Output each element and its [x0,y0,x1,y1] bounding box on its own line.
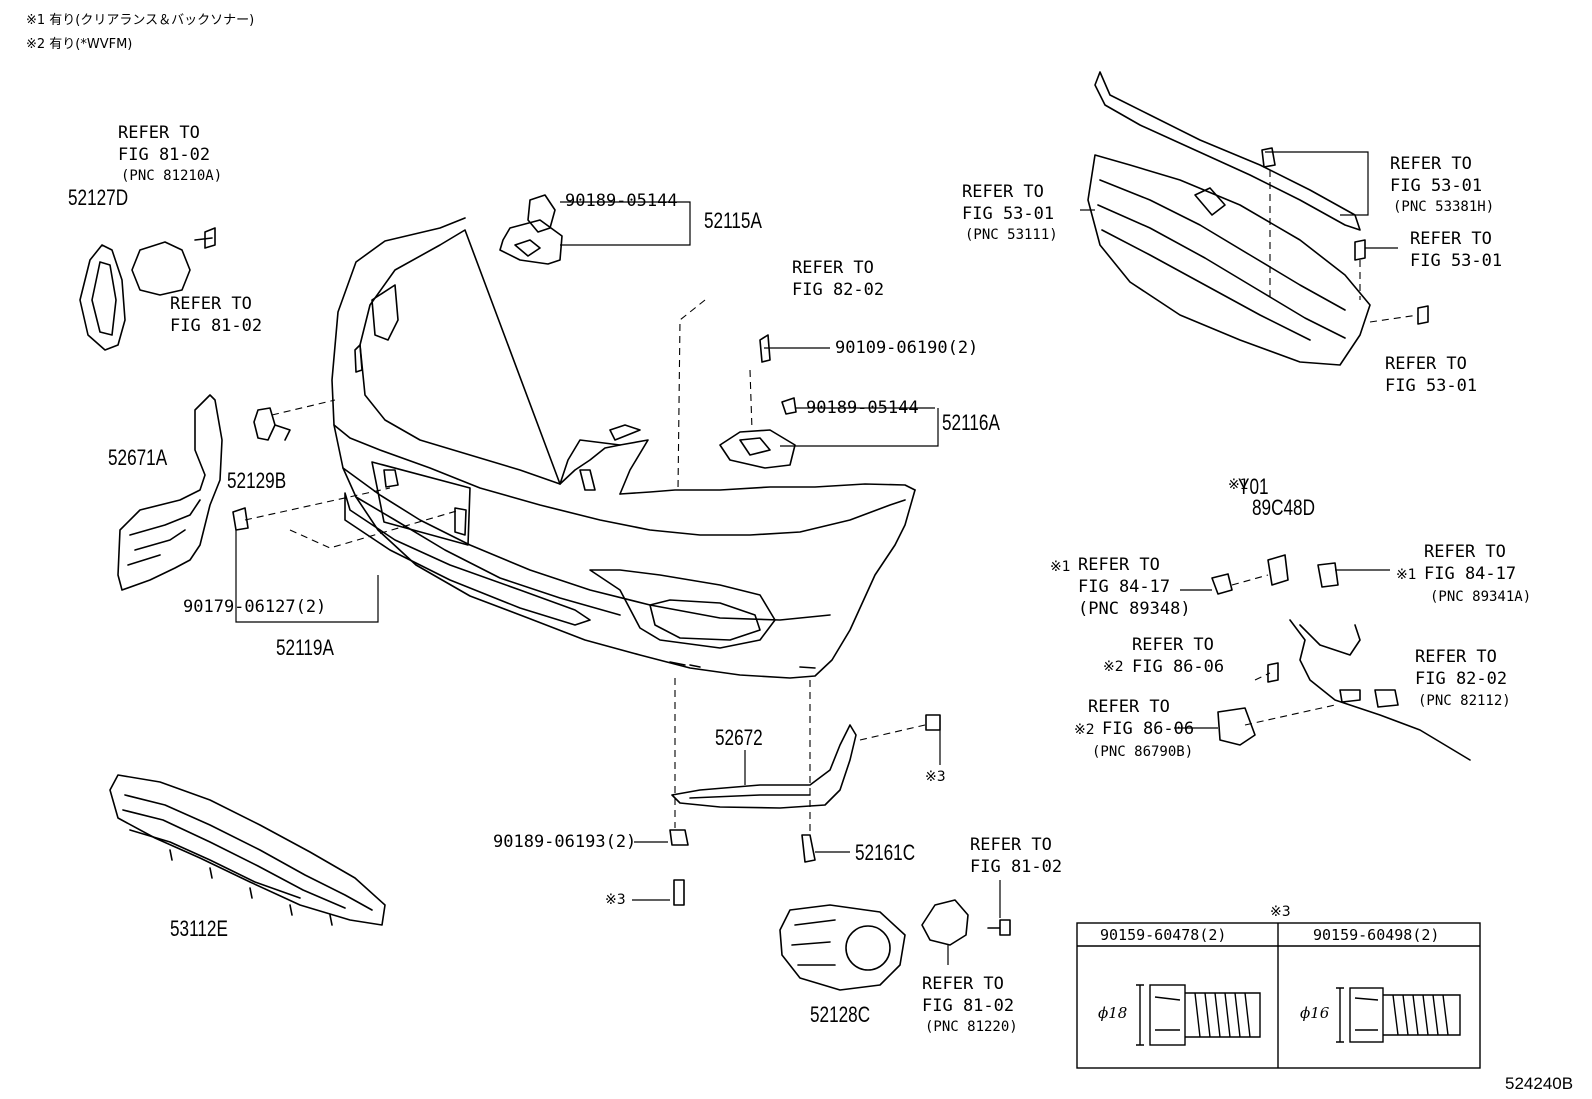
table-col1-header: 90159-60478(2) [1100,926,1227,944]
num-90189-05144-a[interactable]: 90189-05144 [565,191,678,211]
ref-fig-84-17-a-line2[interactable]: FIG 84-17 [1078,577,1171,597]
figure-code: 524240B [1505,1074,1574,1093]
retainer-52115A-shape [499,194,563,265]
ref-fig-81-02-d-line3: (PNC 81220) [925,1019,1018,1035]
mark-3-b: ※3 [605,892,626,908]
ref-fig-86-06-b-line1[interactable]: REFER TO [1088,697,1170,717]
ref-fig-82-02-b-line3: (PNC 82112) [1418,693,1511,709]
ref-fig-53-01-a-line3: (PNC 53111) [965,227,1058,243]
moulding-52672-shape [669,714,941,906]
table-diameter-2: ϕ16 [1300,1004,1330,1022]
ref-fig-81-02-c-line1[interactable]: REFER TO [970,835,1052,855]
ref-fig-82-02-a-line1[interactable]: REFER TO [792,258,874,278]
ref-fig-81-02-a-line3: (PNC 81210A) [121,168,223,184]
part-52119A[interactable]: 52119A [276,635,334,660]
part-52672[interactable]: 52672 [715,725,763,750]
ref-fig-53-01-c-line2[interactable]: FIG 53-01 [1410,251,1503,271]
grille-53112E-shape [109,774,386,926]
cover-52127D-shape [79,227,216,351]
note-1: ※1 有り(クリアランス＆バックソナー) [26,13,255,28]
mark-3-c: ※3 [1270,904,1291,920]
ref-fig-81-02-a-line2[interactable]: FIG 81-02 [118,145,211,165]
ref-fig-81-02-c-line2[interactable]: FIG 81-02 [970,857,1063,877]
mark-2-a: ※2 [1103,659,1124,675]
part-52129B-shape [232,407,291,531]
ref-fig-82-02-b-line1[interactable]: REFER TO [1415,647,1497,667]
ref-fig-81-02-b-line2[interactable]: FIG 81-02 [170,316,263,336]
part-52161C[interactable]: 52161C [855,840,916,865]
ref-fig-53-01-d-line1[interactable]: REFER TO [1385,354,1467,374]
part-53112E[interactable]: 53112E [170,916,228,941]
ref-fig-81-02-d-line1[interactable]: REFER TO [922,974,1004,994]
ref-fig-53-01-c-line1[interactable]: REFER TO [1410,229,1492,249]
num-90189-06193[interactable]: 90189-06193(2) [493,832,637,852]
retainer-52116A-shape [719,334,797,469]
note-2: ※2 有り(*WVFM) [26,37,133,52]
ref-fig-82-02-a-line2[interactable]: FIG 82-02 [792,280,885,300]
ref-fig-53-01-b-line1[interactable]: REFER TO [1390,154,1472,174]
sensor-wiring-shape [1211,554,1471,761]
mark-1-b: ※1 [1396,567,1417,583]
num-90189-05144-b[interactable]: 90189-05144 [806,398,919,418]
bolt-table-shape [1076,922,1481,1069]
bezel-52128C-shape [779,899,1011,991]
table-diameter-1: ϕ18 [1098,1004,1128,1022]
part-52128C[interactable]: 52128C [810,1002,871,1027]
ref-fig-84-17-b-line2[interactable]: FIG 84-17 [1424,564,1517,584]
bumper-cover-shape [331,217,916,679]
ref-fig-53-01-b-line3: (PNC 53381H) [1393,199,1495,215]
part-52115A[interactable]: 52115A [704,208,762,233]
ref-fig-84-17-b-line3: (PNC 89341A) [1430,589,1532,605]
ref-fig-81-02-a-line1[interactable]: REFER TO [118,123,200,143]
bracket-52671A-shape [117,394,223,591]
mark-1-a: ※1 [1050,559,1071,575]
mark-3-a: ※3 [925,769,946,785]
part-52116A[interactable]: 52116A [942,410,1000,435]
num-90179-06127[interactable]: 90179-06127(2) [183,597,327,617]
ref-fig-53-01-b-line2[interactable]: FIG 53-01 [1390,176,1483,196]
ref-fig-82-02-b-line2[interactable]: FIG 82-02 [1415,669,1508,689]
ref-fig-84-17-a-line1[interactable]: REFER TO [1078,555,1160,575]
mark-2-b: ※2 [1074,722,1095,738]
ref-fig-86-06-b-line3: (PNC 86790B) [1092,744,1194,760]
num-90109-06190[interactable]: 90109-06190(2) [835,338,979,358]
ref-fig-53-01-a-line1[interactable]: REFER TO [962,182,1044,202]
ref-fig-86-06-a-line2[interactable]: FIG 86-06 [1132,657,1225,677]
part-52671A[interactable]: 52671A [108,445,168,470]
ref-fig-86-06-a-line1[interactable]: REFER TO [1132,635,1214,655]
ref-fig-86-06-b-line2[interactable]: FIG 86-06 [1102,719,1195,739]
ref-fig-84-17-a-line3: (PNC 89348) [1078,599,1191,619]
ref-fig-53-01-d-line2[interactable]: FIG 53-01 [1385,376,1478,396]
ref-fig-81-02-d-line2[interactable]: FIG 81-02 [922,996,1015,1016]
part-y01[interactable]: Y01 [1238,474,1269,499]
part-52127D[interactable]: 52127D [68,185,129,210]
upper-grille-shape [1087,71,1429,366]
ref-fig-81-02-b-line1[interactable]: REFER TO [170,294,252,314]
ref-fig-53-01-a-line2[interactable]: FIG 53-01 [962,204,1055,224]
ref-fig-84-17-b-line1[interactable]: REFER TO [1424,542,1506,562]
part-89C48D[interactable]: 89C48D [1252,495,1315,520]
table-col2-header: 90159-60498(2) [1313,926,1440,944]
mark-1-c: ※1 [1228,477,1249,493]
part-52129B[interactable]: 52129B [227,468,287,493]
